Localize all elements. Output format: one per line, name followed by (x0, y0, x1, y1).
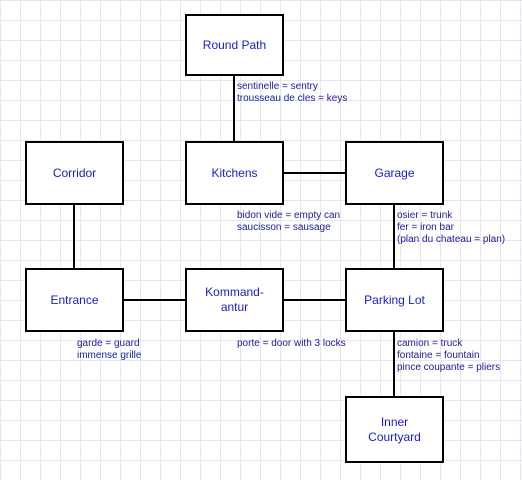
note-line: fontaine = fountain (397, 350, 480, 361)
room-corridor[interactable]: Corridor (25, 141, 124, 205)
room-label: Corridor (52, 165, 97, 180)
room-kommandantur[interactable]: Kommand- antur (185, 268, 284, 332)
note-line: (plan du chateau = plan) (397, 234, 506, 245)
room-label: Parking Lot (364, 292, 425, 307)
note-line: garde = guard (77, 338, 140, 349)
note-line: saucisson = sausage (237, 222, 331, 233)
note-kommandantur: porte = door with 3 locks (237, 338, 346, 350)
room-inner-courtyard[interactable]: Inner Courtyard (345, 396, 444, 463)
room-label: Inner Courtyard (368, 414, 421, 444)
note-line: immense grille (77, 350, 142, 361)
note-parking-lot: camion = truck fontaine = fountain pince… (397, 338, 500, 374)
room-entrance[interactable]: Entrance (25, 268, 124, 332)
note-line: bidon vide = empty can (237, 210, 341, 221)
room-label: Kommand- antur (205, 285, 264, 314)
note-entrance: garde = guard immense grille (77, 338, 141, 362)
room-label: Round Path (202, 37, 267, 52)
room-label: Kitchens (211, 165, 258, 180)
room-label: Garage (374, 165, 415, 180)
note-garage: osier = trunk fer = iron bar (plan du ch… (397, 210, 505, 246)
room-parking-lot[interactable]: Parking Lot (345, 268, 444, 332)
note-line: trousseau de cles = keys (237, 93, 348, 104)
note-line: osier = trunk (397, 210, 453, 221)
note-line: camion = truck (397, 338, 463, 349)
note-line: pince coupante = pliers (397, 362, 501, 373)
room-kitchens[interactable]: Kitchens (185, 141, 284, 205)
note-line: sentinelle = sentry (237, 81, 318, 92)
note-line: fer = iron bar (397, 222, 454, 233)
note-round-path: sentinelle = sentry trousseau de cles = … (237, 81, 347, 105)
room-round-path[interactable]: Round Path (185, 14, 284, 76)
room-label: Entrance (50, 292, 99, 307)
note-line: porte = door with 3 locks (237, 338, 346, 349)
note-kitchens: bidon vide = empty can saucisson = sausa… (237, 210, 340, 234)
room-garage[interactable]: Garage (345, 141, 444, 205)
